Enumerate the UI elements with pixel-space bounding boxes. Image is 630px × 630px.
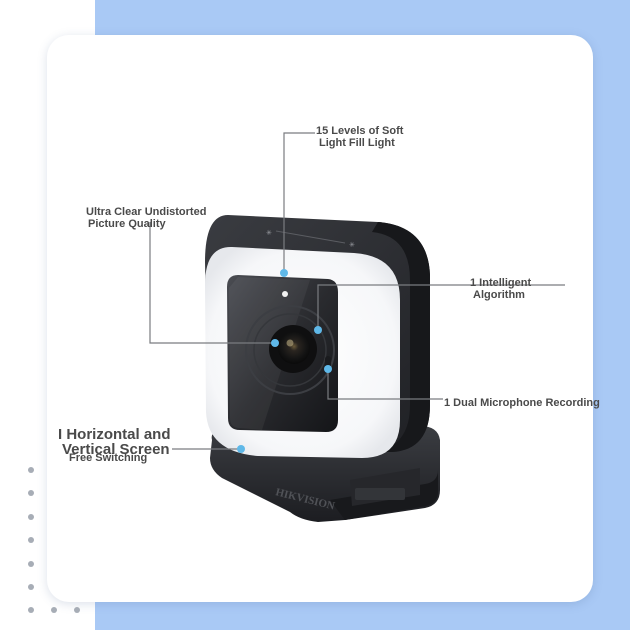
status-led	[282, 291, 288, 297]
callout-screen-switch-line2: Vertical Screen	[62, 441, 170, 458]
callout-algorithm: 1 Intelligent Algorithm	[470, 277, 531, 301]
camera-head: ✳ ✳	[205, 215, 430, 458]
svg-text:✳: ✳	[349, 241, 355, 249]
callout-picture-quality-line2: Picture Quality	[88, 218, 166, 230]
callout-screen-switch-line3: Free Switching	[69, 452, 148, 464]
callout-picture-quality-line1: Ultra Clear Undistorted	[86, 206, 207, 218]
svg-text:✳: ✳	[266, 229, 272, 237]
callout-soft-light-line2: Light Fill Light	[319, 137, 395, 149]
callout-microphone: 1 Dual Microphone Recording	[444, 397, 600, 409]
callout-algorithm-line1: 1 Intelligent	[470, 277, 532, 289]
callout-microphone-line1: 1 Dual Microphone Recording	[444, 397, 600, 409]
callout-markers	[237, 269, 332, 453]
callout-soft-light: 15 Levels of Soft Light Fill Light	[316, 125, 403, 149]
callout-soft-light-line1: 15 Levels of Soft	[316, 125, 404, 137]
callout-algorithm-line2: Algorithm	[473, 289, 525, 301]
callout-picture-quality: Ultra Clear Undistorted Picture Quality	[86, 206, 206, 230]
callout-screen-switch-line1: I Horizontal and	[58, 426, 171, 443]
callout-lines	[149, 132, 565, 450]
decorative-dots	[0, 0, 100, 630]
lens	[245, 305, 335, 395]
